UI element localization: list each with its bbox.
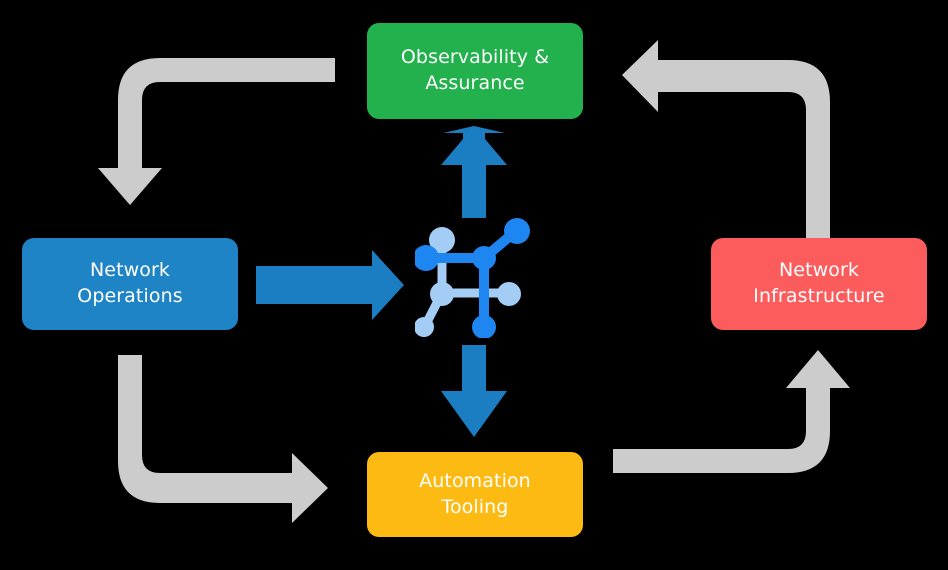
node-network-operations[interactable]: Network Operations (22, 238, 238, 330)
arrow-infrastructure-to-observability (622, 40, 830, 238)
node-observability-assurance[interactable]: Observability & Assurance (367, 23, 583, 119)
arrow-up-head (441, 126, 507, 165)
topology-dark-nodes (415, 218, 530, 338)
node-automation-tooling[interactable]: Automation Tooling (367, 452, 583, 537)
node-automation-label: Automation Tooling (419, 469, 531, 518)
arrow-observability-to-operations (98, 58, 335, 205)
arrow-operations-to-center (256, 250, 404, 320)
node-network-infrastructure[interactable]: Network Infrastructure (711, 238, 927, 330)
arrow-operations-to-automation (118, 355, 328, 523)
node-operations-label: Network Operations (77, 259, 183, 307)
arrow-down-shaft (462, 345, 486, 393)
node-observability-label: Observability & Assurance (400, 46, 550, 94)
network-topology-icon (415, 218, 530, 338)
node-infrastructure-label: Network Infrastructure (753, 259, 885, 307)
arrow-down-head (441, 391, 507, 437)
topology-light-nodes (415, 227, 521, 337)
arrow-up-shaft (462, 160, 486, 218)
arrow-automation-to-infrastructure (613, 350, 850, 473)
